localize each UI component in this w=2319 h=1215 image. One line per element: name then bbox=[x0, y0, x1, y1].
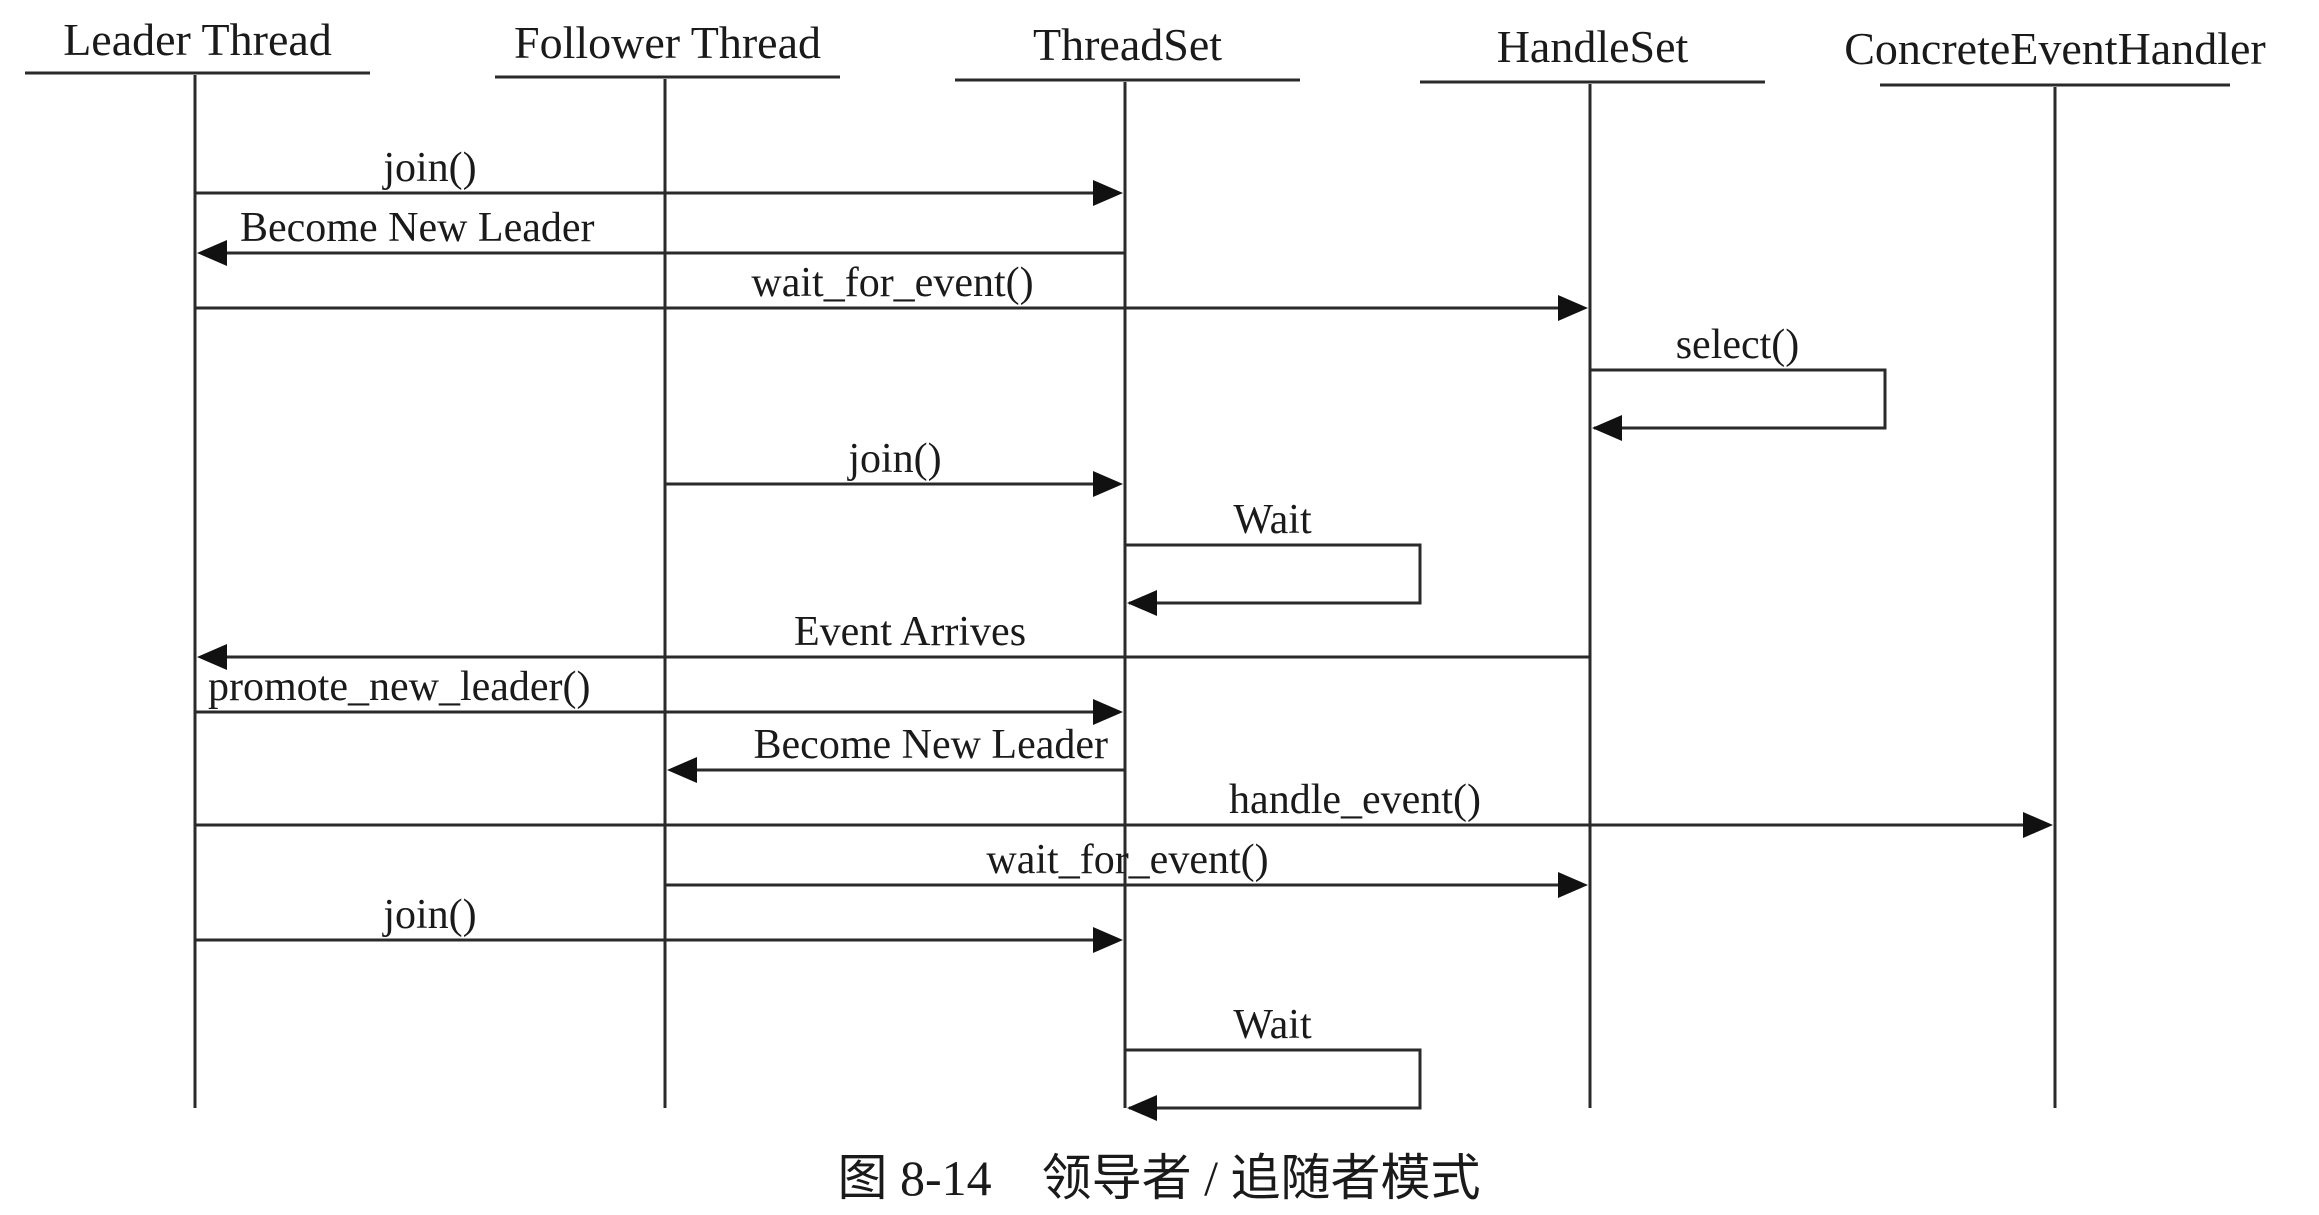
arrowhead bbox=[2023, 812, 2053, 838]
message-label: join() bbox=[381, 892, 476, 938]
self-message-line bbox=[1590, 368, 1887, 430]
participant-label: HandleSet bbox=[1497, 21, 1689, 72]
participant-threadset: ThreadSet bbox=[955, 19, 1300, 1108]
arrowhead bbox=[1093, 180, 1123, 206]
participant-handler: ConcreteEventHandler bbox=[1844, 23, 2266, 1108]
participant-label: ThreadSet bbox=[1033, 19, 1222, 70]
message-8: promote_new_leader() bbox=[195, 664, 1123, 725]
message-label: Become New Leader bbox=[754, 722, 1108, 768]
self-message-line bbox=[1125, 543, 1422, 605]
message-3: wait_for_event() bbox=[195, 260, 1588, 321]
message-6: Wait bbox=[1125, 497, 1422, 616]
message-5: join() bbox=[665, 436, 1123, 497]
self-message-line bbox=[1125, 1048, 1422, 1110]
participant-follower: Follower Thread bbox=[495, 17, 840, 1108]
message-9: Become New Leader bbox=[667, 722, 1125, 783]
message-label: wait_for_event() bbox=[751, 260, 1033, 306]
figure-caption: 图 8-14 领导者 / 追随者模式 bbox=[837, 1150, 1480, 1206]
message-1: join() bbox=[195, 145, 1123, 206]
message-label: join() bbox=[846, 436, 941, 482]
message-11: wait_for_event() bbox=[665, 837, 1588, 898]
arrowhead bbox=[197, 240, 227, 266]
messages: join()Become New Leaderwait_for_event()s… bbox=[195, 145, 2053, 1121]
message-label: Become New Leader bbox=[240, 205, 594, 251]
message-label: Wait bbox=[1233, 1002, 1312, 1048]
arrowhead bbox=[1127, 590, 1157, 616]
arrowhead bbox=[1093, 927, 1123, 953]
participant-label: ConcreteEventHandler bbox=[1844, 23, 2265, 74]
arrowhead bbox=[1093, 471, 1123, 497]
message-13: Wait bbox=[1125, 1002, 1422, 1121]
arrowhead bbox=[1093, 699, 1123, 725]
message-10: handle_event() bbox=[195, 777, 2053, 838]
message-label: Wait bbox=[1233, 497, 1312, 543]
message-label: promote_new_leader() bbox=[208, 664, 591, 710]
arrowhead bbox=[1558, 872, 1588, 898]
message-7: Event Arrives bbox=[197, 609, 1590, 670]
message-12: join() bbox=[195, 892, 1123, 953]
participant-label: Leader Thread bbox=[63, 14, 332, 65]
message-label: wait_for_event() bbox=[986, 837, 1268, 883]
participant-label: Follower Thread bbox=[514, 17, 821, 68]
arrowhead bbox=[197, 644, 227, 670]
participant-handleset: HandleSet bbox=[1420, 21, 1765, 1108]
arrowhead bbox=[1558, 295, 1588, 321]
arrowhead bbox=[1592, 415, 1622, 441]
message-label: join() bbox=[381, 145, 476, 191]
arrowhead bbox=[1127, 1095, 1157, 1121]
message-4: select() bbox=[1590, 322, 1887, 441]
message-label: Event Arrives bbox=[794, 609, 1026, 655]
message-2: Become New Leader bbox=[197, 205, 1125, 266]
participants: Leader Thread Follower Thread ThreadSet Han… bbox=[25, 14, 2266, 1108]
participant-leader: Leader Thread bbox=[25, 14, 370, 1108]
message-label: select() bbox=[1676, 322, 1800, 368]
arrowhead bbox=[667, 757, 697, 783]
message-label: handle_event() bbox=[1229, 777, 1481, 823]
